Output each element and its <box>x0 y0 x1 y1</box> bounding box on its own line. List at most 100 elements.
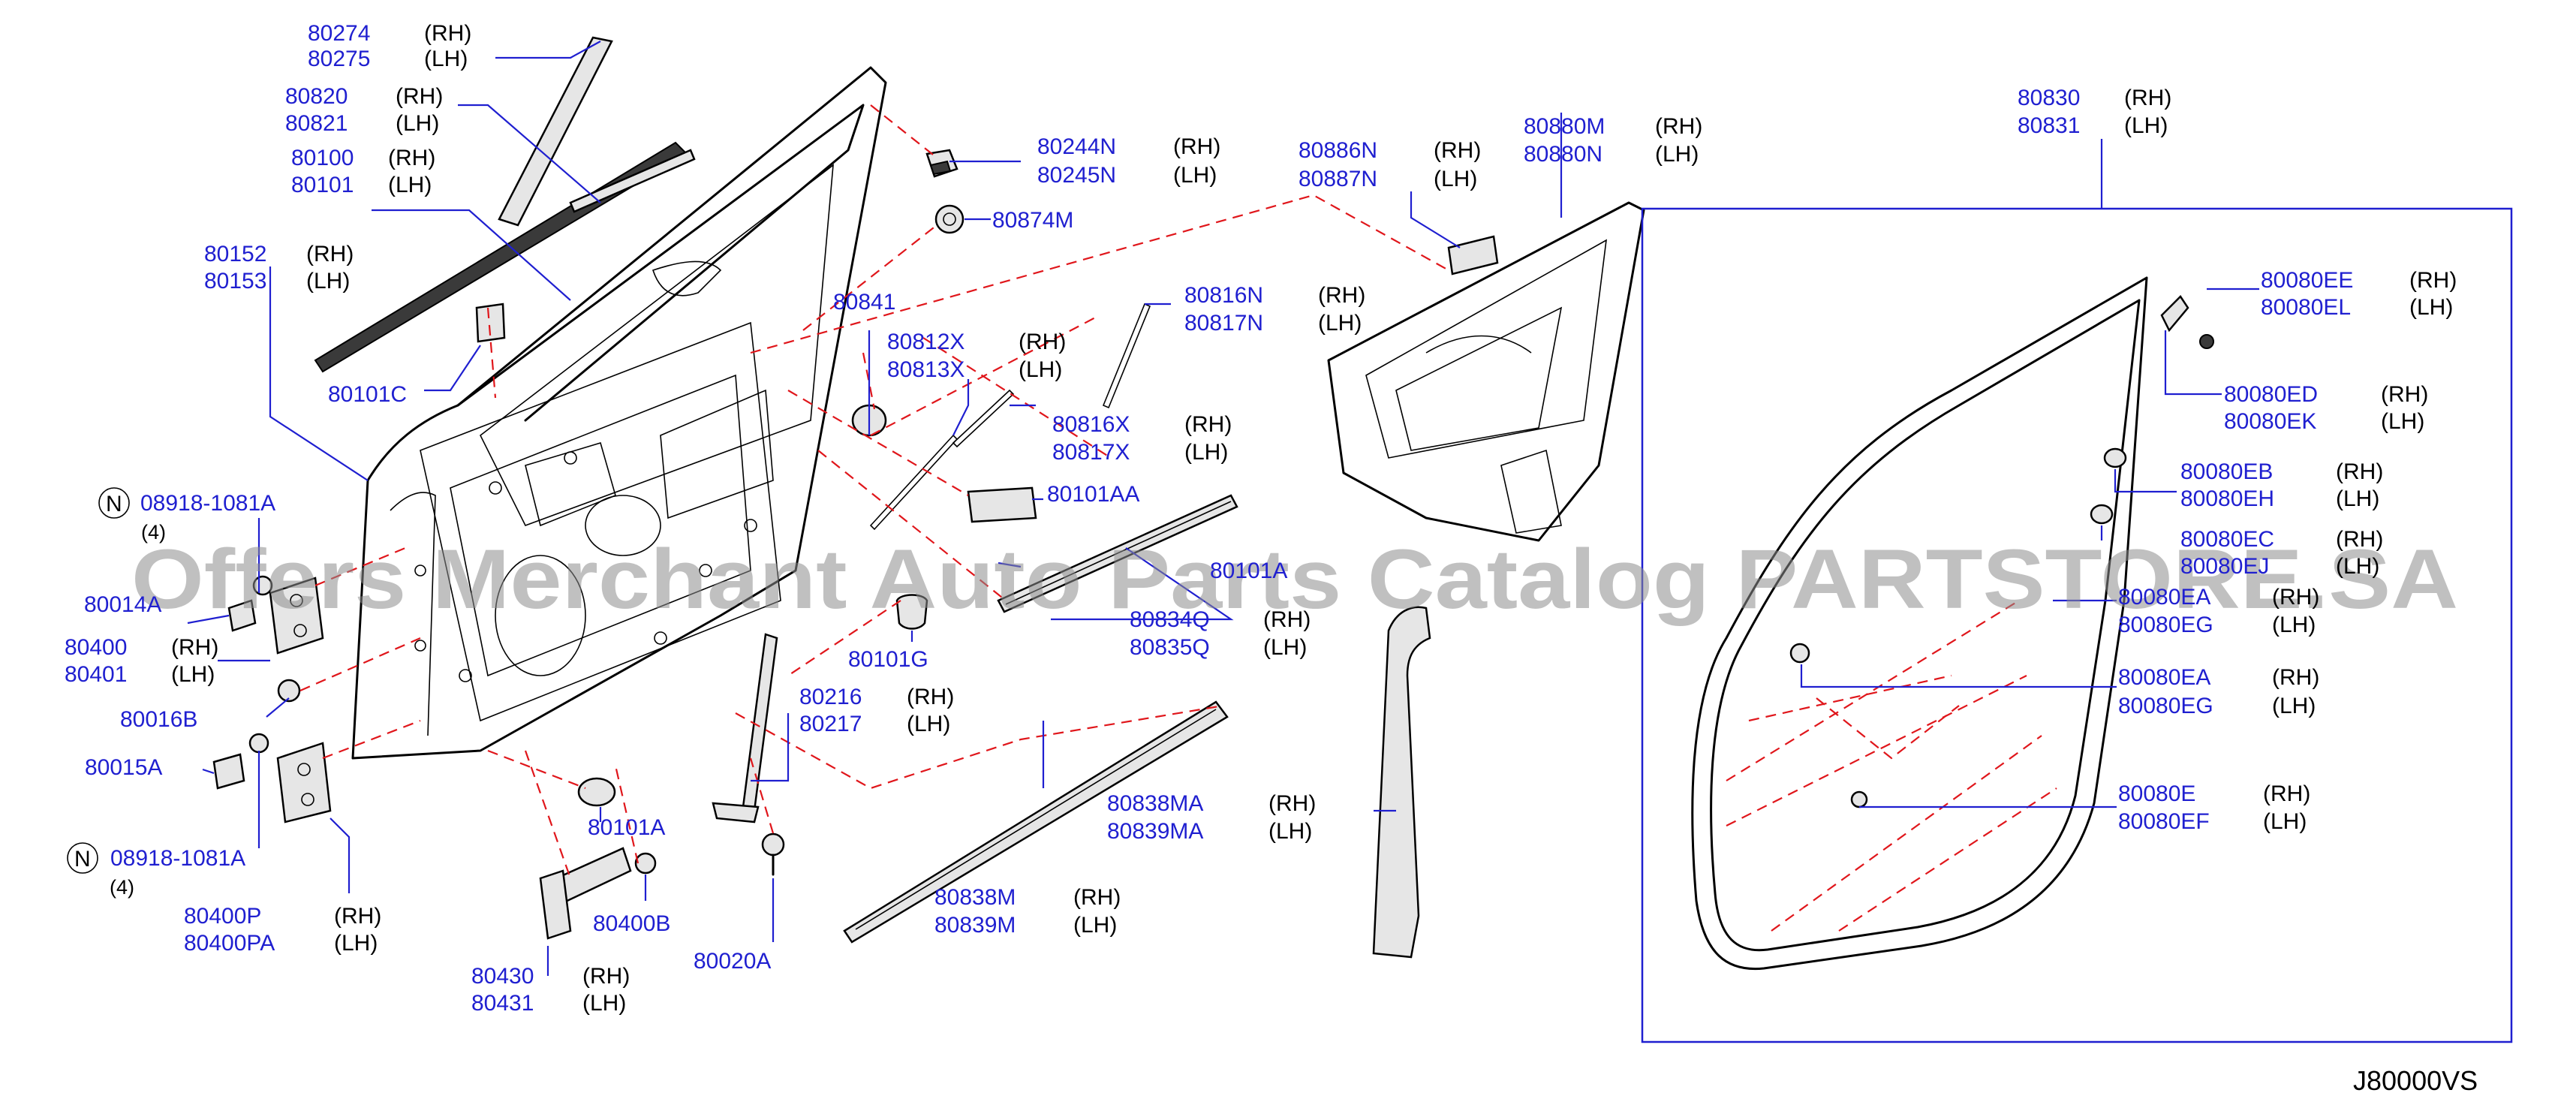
part-80830-label[interactable]: 80830 <box>2018 86 2080 110</box>
part-80014A-label[interactable]: 80014A <box>84 592 161 617</box>
part-80812X-label[interactable]: 80812X <box>887 330 964 354</box>
part-80874M-label[interactable]: 80874M <box>992 208 1073 233</box>
part-80838M-label[interactable]: 80838M <box>934 885 1016 910</box>
part-80100-label[interactable]: 80100 <box>291 146 354 170</box>
pillar-garnish-80216[interactable] <box>712 633 778 823</box>
part-08918-1081A-label[interactable]: 08918-1081A <box>110 846 245 871</box>
seal-80812X[interactable] <box>869 434 958 531</box>
side-rh-label: (RH) <box>582 964 630 989</box>
window-moulding-80820[interactable] <box>314 141 696 373</box>
part-80101-label[interactable]: 80101 <box>291 173 354 197</box>
pad-80101C[interactable] <box>475 303 506 343</box>
part-80400P-label[interactable]: 80400P <box>184 904 261 929</box>
clip-80080EE[interactable] <box>2160 295 2214 349</box>
part-80080E-label[interactable]: 80080E <box>2118 781 2195 806</box>
part-80101A-label[interactable]: 80101A <box>1210 559 1287 583</box>
part-80831-label[interactable]: 80831 <box>2018 113 2080 138</box>
part-80080EG-label[interactable]: 80080EG <box>2118 694 2213 718</box>
part-80817X-label[interactable]: 80817X <box>1052 440 1130 465</box>
side-lh-label: (LH) <box>424 47 468 71</box>
part-80886N-label[interactable]: 80886N <box>1299 138 1377 163</box>
part-80101AA-label[interactable]: 80101AA <box>1047 482 1139 507</box>
part-80841-label[interactable]: 80841 <box>833 290 895 315</box>
fastener-80244N[interactable] <box>925 149 958 178</box>
door-trim-panel-80880[interactable] <box>1327 201 1645 542</box>
part-80016B-label[interactable]: 80016B <box>120 707 197 732</box>
side-lh-label: (LH) <box>2336 554 2379 579</box>
part-80835Q-label[interactable]: 80835Q <box>1130 635 1210 660</box>
part-80217-label[interactable]: 80217 <box>799 712 862 736</box>
part-80839M-label[interactable]: 80839M <box>934 913 1016 938</box>
part-80880M-label[interactable]: 80880M <box>1524 114 1605 139</box>
side-rh-label: (RH) <box>1268 791 1316 816</box>
part-80400B-label[interactable]: 80400B <box>593 911 670 936</box>
nut-symbol-circle <box>98 487 130 519</box>
part-80887N-label[interactable]: 80887N <box>1299 167 1377 191</box>
part-80839MA-label[interactable]: 80839MA <box>1107 819 1203 844</box>
part-80880N-label[interactable]: 80880N <box>1524 142 1602 167</box>
part-80080EA-label[interactable]: 80080EA <box>2118 665 2210 690</box>
part-08918-1081A-label[interactable]: 08918-1081A <box>140 491 275 516</box>
side-rh-label: (RH) <box>2263 781 2310 806</box>
pillar-seal-80886[interactable] <box>1372 606 1431 959</box>
part-80430-label[interactable]: 80430 <box>471 964 534 989</box>
part-80813X-label[interactable]: 80813X <box>887 357 964 382</box>
front-door-shell[interactable] <box>351 66 887 760</box>
part-80834Q-label[interactable]: 80834Q <box>1130 607 1210 632</box>
part-80080EH-label[interactable]: 80080EH <box>2180 486 2274 511</box>
part-80080EA-label[interactable]: 80080EA <box>2118 585 2210 610</box>
side-lh-label: (LH) <box>388 173 432 197</box>
part-80080EJ-label[interactable]: 80080EJ <box>2180 554 2269 579</box>
part-80152-label[interactable]: 80152 <box>204 242 266 266</box>
side-rh-label: (RH) <box>2381 382 2428 407</box>
plug-80101A[interactable] <box>577 777 616 807</box>
door-weatherstrip-80830[interactable] <box>1691 276 2148 971</box>
part-80821-label[interactable]: 80821 <box>285 111 348 136</box>
part-80216-label[interactable]: 80216 <box>799 685 862 709</box>
lower-hinge-80400P[interactable] <box>212 733 332 823</box>
part-80401-label[interactable]: 80401 <box>65 662 127 687</box>
part-80400PA-label[interactable]: 80400PA <box>184 931 275 956</box>
part-80080EL-label[interactable]: 80080EL <box>2261 295 2351 320</box>
seal-80816X[interactable] <box>952 389 1015 448</box>
part-80080ED-label[interactable]: 80080ED <box>2224 382 2318 407</box>
part-80431-label[interactable]: 80431 <box>471 991 534 1016</box>
part-80838MA-label[interactable]: 80838MA <box>1107 791 1203 816</box>
door-check-80430[interactable] <box>539 847 657 940</box>
side-lh-label: (LH) <box>1173 163 1217 188</box>
bolt-80020A[interactable] <box>761 832 785 876</box>
part-80080EC-label[interactable]: 80080EC <box>2180 527 2274 552</box>
part-80080EF-label[interactable]: 80080EF <box>2118 809 2210 834</box>
clip-80101G[interactable] <box>895 594 928 630</box>
part-80015A-label[interactable]: 80015A <box>85 755 162 780</box>
part-80400-label[interactable]: 80400 <box>65 635 127 660</box>
side-lh-label: (LH) <box>2336 486 2379 511</box>
side-lh-label: (LH) <box>2124 113 2168 138</box>
nut-symbol: N <box>74 847 91 872</box>
part-80080EK-label[interactable]: 80080EK <box>2224 409 2316 434</box>
part-80820-label[interactable]: 80820 <box>285 84 348 109</box>
clip-80080EB[interactable] <box>2090 447 2127 525</box>
part-80101A-label[interactable]: 80101A <box>588 815 665 840</box>
belt-moulding-80834Q[interactable] <box>997 494 1238 613</box>
part-80080EE-label[interactable]: 80080EE <box>2261 268 2353 293</box>
pad-80101AA[interactable] <box>967 486 1037 523</box>
part-80080EG-label[interactable]: 80080EG <box>2118 613 2213 637</box>
window-sash-80274[interactable] <box>498 36 613 227</box>
part-80817N-label[interactable]: 80817N <box>1184 311 1263 336</box>
part-80080EB-label[interactable]: 80080EB <box>2180 459 2273 484</box>
upper-hinge-80400[interactable] <box>227 575 324 703</box>
part-80245N-label[interactable]: 80245N <box>1037 163 1116 188</box>
seal-80816N[interactable] <box>1102 303 1151 409</box>
weatherstrip-80838M[interactable] <box>843 700 1229 944</box>
part-80153-label[interactable]: 80153 <box>204 269 266 294</box>
part-80101G-label[interactable]: 80101G <box>848 647 928 672</box>
part-80274-label[interactable]: 80274 <box>308 21 370 46</box>
part-80020A-label[interactable]: 80020A <box>694 949 771 974</box>
grommet-80874M[interactable] <box>934 204 964 234</box>
part-80816N-label[interactable]: 80816N <box>1184 283 1263 308</box>
part-80244N-label[interactable]: 80244N <box>1037 134 1116 159</box>
part-80816X-label[interactable]: 80816X <box>1052 412 1130 437</box>
part-80101C-label[interactable]: 80101C <box>328 382 407 407</box>
part-80275-label[interactable]: 80275 <box>308 47 370 71</box>
